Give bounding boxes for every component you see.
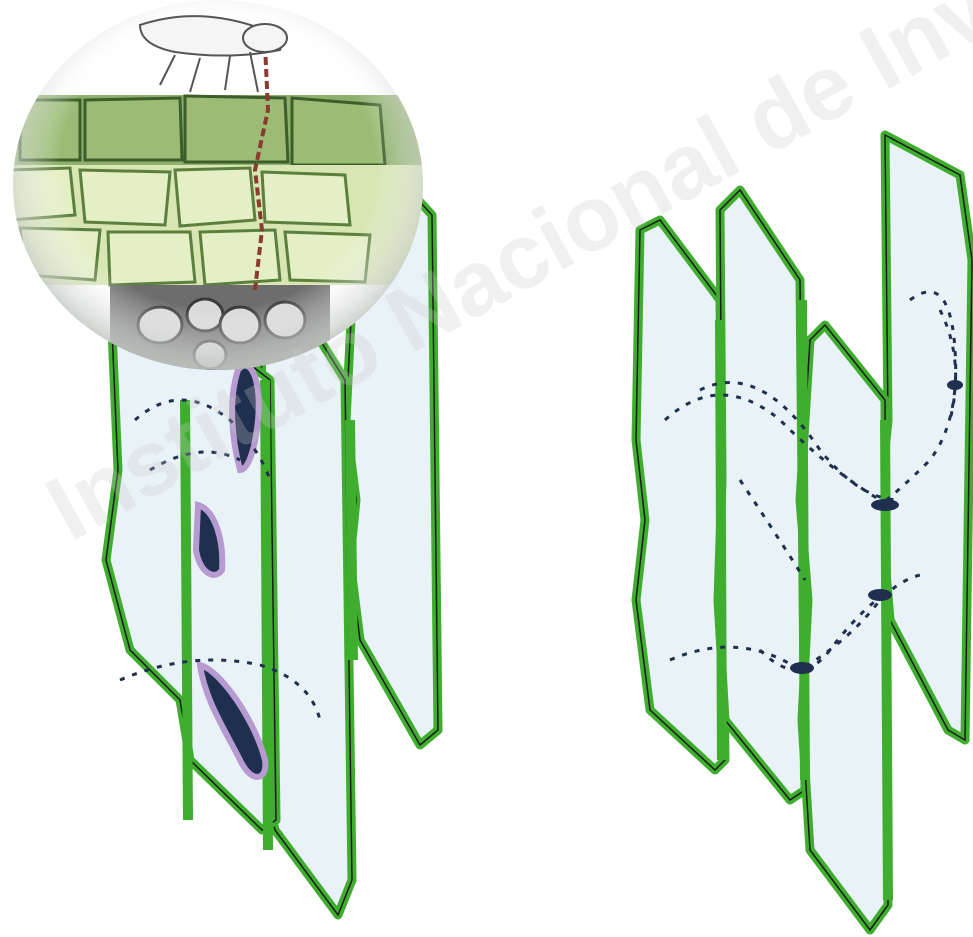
xylem-vessel: [800, 325, 888, 930]
xylem-vessel: [718, 190, 805, 800]
xylem-vessel: [880, 135, 972, 740]
right-vessel-group: [636, 135, 972, 930]
xylem-vessel: [636, 220, 725, 770]
